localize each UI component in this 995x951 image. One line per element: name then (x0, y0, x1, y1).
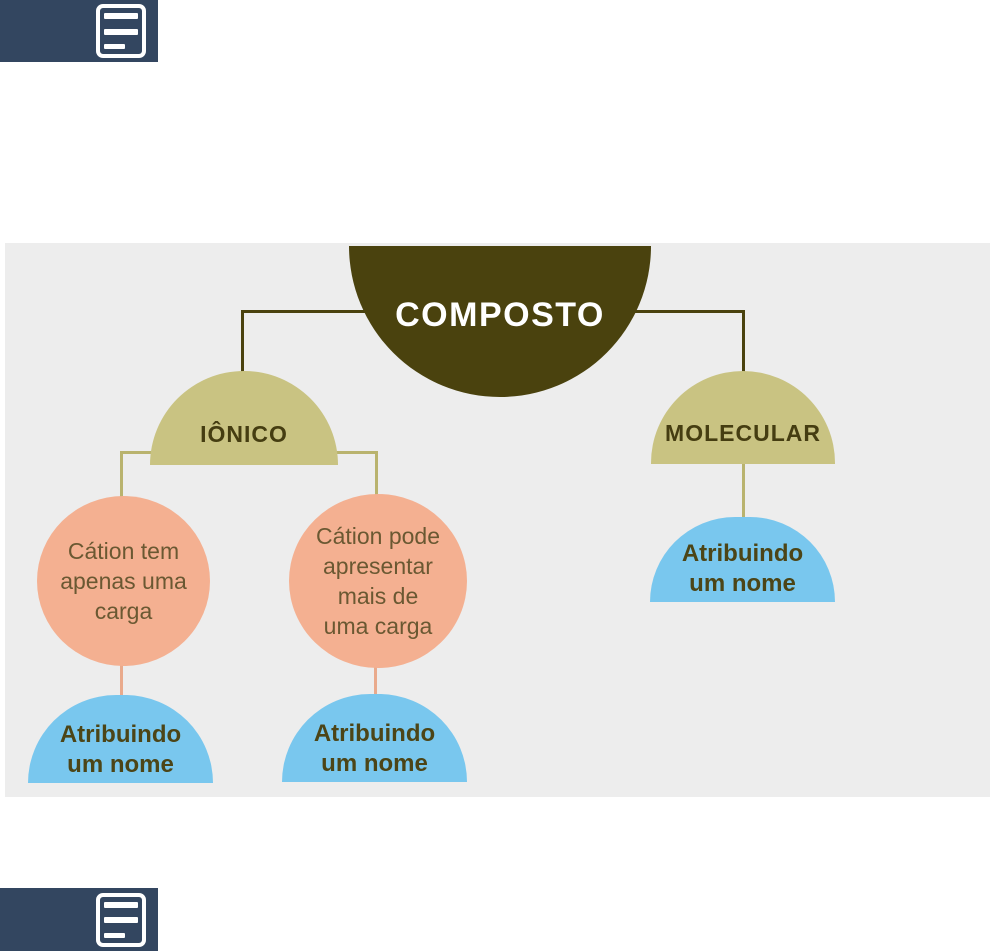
connector-root-ionic-vertical (241, 310, 244, 373)
icon-line (104, 44, 126, 49)
node-cation-multiple-charges: Cátion pode apresentar mais de uma carga (289, 494, 467, 668)
icon-line (104, 901, 138, 908)
node-composto-label: COMPOSTO (395, 296, 605, 334)
connector-root-ionic-horizontal (241, 310, 401, 313)
section-bar-top (0, 0, 158, 62)
node-naming-under-molecular-label: Atribuindo um nome (681, 540, 804, 597)
connector-root-molecular-vertical (742, 310, 745, 373)
node-cation-multiple-charges-label: Cátion pode apresentar mais de uma carga (315, 523, 441, 639)
node-cation-single-charge: Cátion tem apenas uma carga (37, 496, 210, 666)
connector-ionic-case2-vertical (375, 451, 378, 511)
connector-case1-naming-vertical (120, 655, 123, 703)
node-molecular-label: MOLECULAR (665, 420, 821, 446)
connector-case2-naming-vertical (374, 655, 377, 703)
article-list-icon (96, 892, 146, 947)
node-ionico-label: IÔNICO (200, 421, 288, 447)
node-cation-single-charge-label: Cátion tem apenas uma carga (60, 538, 187, 624)
node-naming-under-multiple-label: Atribuindo um nome (313, 720, 436, 777)
icon-line (104, 917, 138, 923)
connector-root-molecular-horizontal (600, 310, 745, 313)
node-molecular: MOLECULAR (651, 371, 835, 464)
connector-molecular-naming-vertical (742, 455, 745, 525)
connector-ionic-case1-vertical (120, 451, 123, 511)
node-naming-under-single-label: Atribuindo um nome (59, 721, 182, 778)
article-list-icon (96, 4, 146, 58)
icon-line (104, 932, 126, 938)
section-bar-bottom (0, 888, 158, 951)
icon-line (104, 13, 138, 19)
icon-line (104, 28, 138, 35)
